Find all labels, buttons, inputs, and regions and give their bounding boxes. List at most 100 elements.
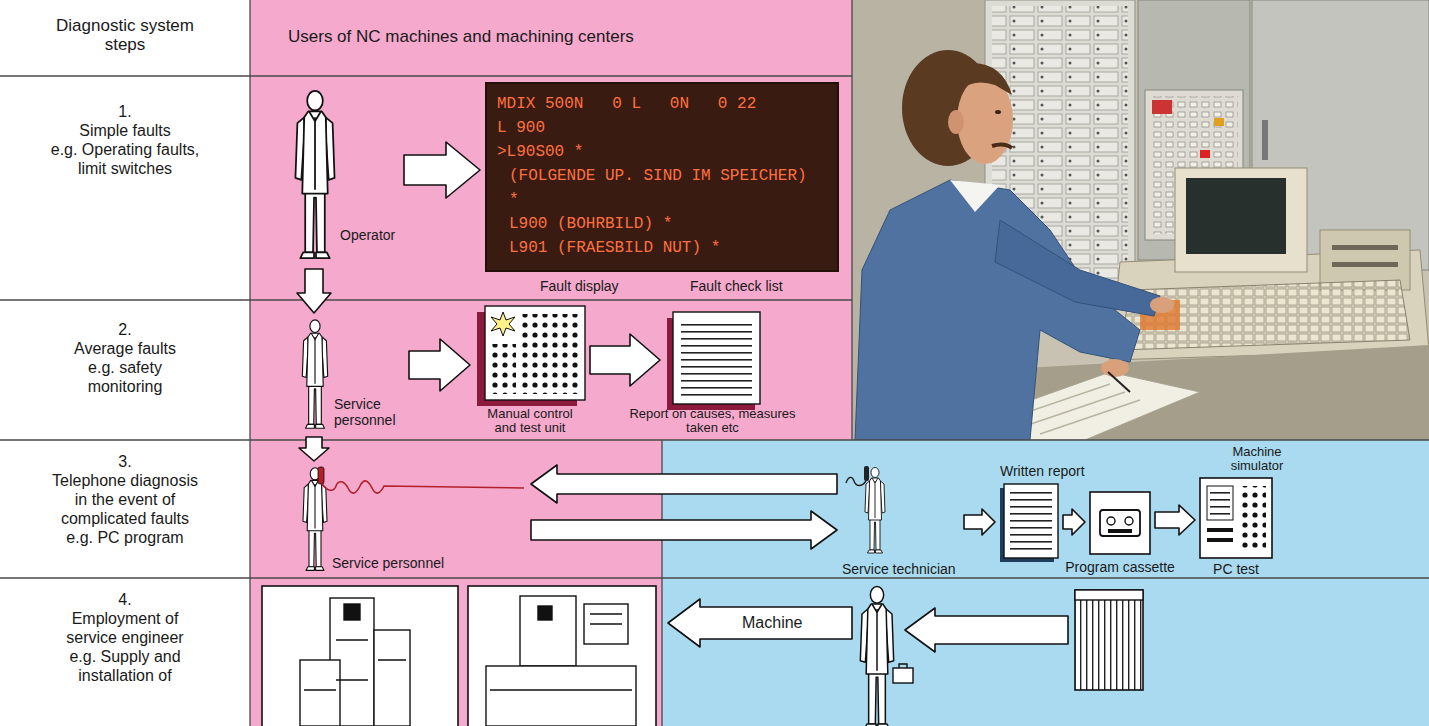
block-arrow (299, 437, 329, 461)
label-group: 3.Telephone diagnosis in the event of co… (10, 452, 240, 547)
step-title: Average faults (20, 339, 230, 358)
telephone (318, 467, 324, 484)
label-group: 2.Average faultse.g. safety monitoring (10, 320, 240, 396)
block-arrow (964, 509, 995, 535)
screen-line: L901 (FRAESBILD NUT) * (509, 236, 827, 260)
manual-control-unit-icon (477, 306, 585, 406)
device-caption: Machine simulator (1214, 445, 1300, 473)
figure-caption: Operator (340, 227, 395, 243)
step-example: e.g. Supply and installation of (50, 647, 200, 685)
screen-line: MDIX 500N 0 L 0N 0 22 (497, 92, 827, 116)
fault-display-screen: MDIX 500N 0 L 0N 0 22L 900>L90S00 *(FOLG… (485, 82, 839, 272)
label-group: 4.Employment of service engineere.g. Sup… (10, 590, 240, 685)
block-arrow (409, 339, 470, 391)
screen-line: L 900 (497, 116, 827, 140)
photo (1332, 262, 1398, 267)
device-caption: Manual control and test unit (475, 407, 585, 435)
simulator-icon (1210, 490, 1230, 516)
step-example: e.g. Operating faults, limit switches (40, 140, 210, 178)
figure-caption: Service technician (842, 561, 956, 577)
service-technician-figure: Service technician (842, 466, 959, 576)
photo (992, 144, 1012, 148)
report-icon (1010, 492, 1052, 550)
manual-control-unit-icon (520, 314, 580, 394)
machine-illustration (486, 666, 636, 726)
delivery-arrow (668, 599, 1068, 652)
service-engineer-kit (1075, 590, 1143, 600)
device-caption: PC test (1213, 561, 1259, 577)
photo (1152, 100, 1172, 114)
machine-illustration (304, 640, 406, 690)
text-slot: Service technician (842, 560, 956, 578)
report-document: Report on causes, measures taken etc (665, 312, 760, 404)
block-arrow (531, 465, 837, 503)
text-slot: (FOLGENDE UP. SIND IM SPEICHER) (497, 164, 827, 188)
service-personnel-figure: Service personnel (288, 466, 526, 574)
service-engineer-kit (1075, 590, 1143, 690)
text-slot: L901 (FRAESBILD NUT) * (497, 236, 827, 260)
service-personnel-figure: Service personnel (288, 318, 404, 432)
photo (855, 180, 1140, 440)
service-engineer-kit (899, 664, 907, 668)
text-slot: Report on causes, measures taken etc (627, 407, 798, 436)
machine-illustration (300, 660, 340, 726)
text-slot: * (497, 188, 827, 212)
figure-caption: Service personnel (332, 555, 444, 571)
manual-control-unit-icon (491, 312, 515, 336)
photo (1101, 359, 1129, 377)
photo (1200, 150, 1210, 158)
photo (1108, 372, 1130, 392)
column-heading: Users of NC machines and machining cente… (288, 27, 634, 46)
arrow-label: Machine (742, 613, 802, 632)
cassette-icon (1108, 529, 1132, 533)
photo (1332, 245, 1398, 250)
manual-control-unit-icon (485, 306, 585, 400)
machine-illustration (520, 596, 576, 666)
document-caption: Report on causes, measures taken etc (627, 407, 798, 435)
machine-illustration (538, 606, 552, 620)
simulator-icon (1200, 478, 1272, 558)
photo (1150, 297, 1174, 313)
step-title: Employment of service engineer (50, 609, 200, 647)
screen-caption: Fault check list (690, 278, 783, 294)
simulator-icon (1238, 486, 1266, 548)
block-arrow (297, 269, 331, 313)
photo (955, 63, 1012, 95)
simulator-icon (1207, 528, 1233, 532)
screen-caption: Fault display (540, 278, 619, 294)
photo (1214, 118, 1224, 126)
cassette-icon (1090, 492, 1150, 554)
report-icon (1004, 484, 1058, 558)
cassette-icon (1100, 510, 1140, 536)
text-slot: Users of NC machines and machining cente… (288, 27, 634, 46)
step-title: Simple faults (20, 121, 230, 140)
step-example: e.g. PC program (35, 528, 215, 547)
screen-line: * (509, 188, 827, 212)
block-arrow (590, 334, 660, 386)
person-figure (303, 468, 327, 571)
telephone (846, 477, 866, 485)
cassette-icon (1125, 517, 1133, 525)
text-slot: Service personnel (334, 396, 404, 429)
simulator-icon (1200, 478, 1272, 558)
service-engineer-kit (893, 590, 1143, 690)
screen-line: (FOLGENDE UP. SIND IM SPEICHER) (509, 164, 827, 188)
photo (950, 180, 1000, 212)
text-slot: Operator (340, 226, 395, 244)
text-slot: Program cassette (1060, 558, 1180, 576)
block-arrow (1063, 509, 1085, 535)
step-number: 2. (10, 320, 240, 339)
document-caption: Written report (1000, 463, 1085, 479)
machine-illustration (262, 586, 656, 726)
photo (1120, 280, 1410, 350)
program-cassette: Program cassette (1090, 492, 1150, 554)
figure-caption: Service personnel (334, 396, 404, 428)
step-number: 4. (10, 590, 240, 609)
text-slot: Fault display (540, 278, 619, 296)
machine-illustration (374, 630, 410, 726)
person-figure (295, 91, 334, 258)
delivery-arrow (668, 599, 852, 647)
